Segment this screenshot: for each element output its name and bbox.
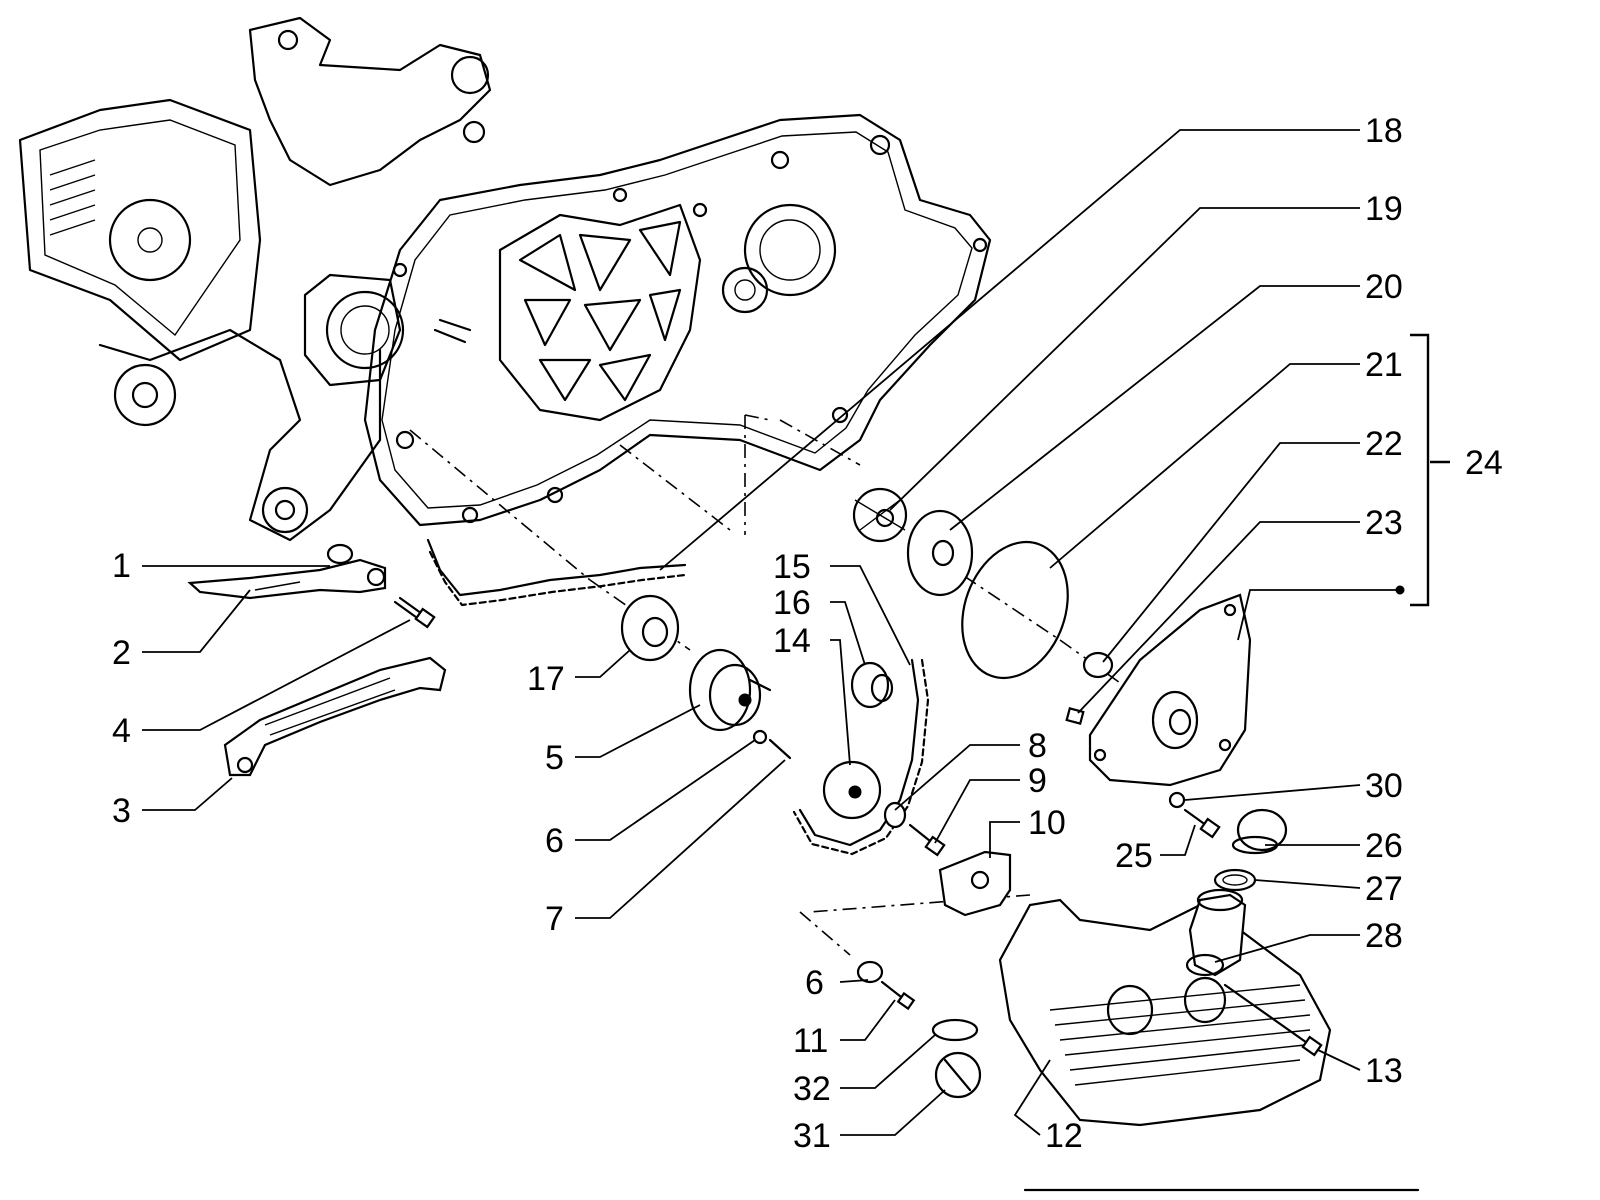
tensioner-bolt — [393, 596, 436, 629]
bushing — [326, 543, 354, 565]
assembly-centerlines — [409, 414, 1131, 956]
callout-2: 2 — [112, 634, 131, 672]
callout-9: 9 — [1028, 762, 1047, 800]
sealing-ring — [1213, 868, 1257, 892]
callout-8: 8 — [1028, 727, 1047, 765]
callout-20: 20 — [1365, 268, 1403, 306]
filler-cap — [1231, 808, 1288, 855]
callout-19: 19 — [1365, 190, 1403, 228]
sump-bolt — [1223, 983, 1323, 1057]
callout-32: 32 — [793, 1070, 831, 1108]
callout-10: 10 — [1028, 804, 1066, 842]
cover-disc — [906, 509, 974, 597]
callout-14: 14 — [773, 622, 811, 660]
sprocket-small — [850, 661, 894, 709]
o-ring — [961, 540, 1069, 680]
callout-18: 18 — [1365, 112, 1403, 150]
plug-ring — [931, 1018, 979, 1042]
callout-labels: 1 2 4 3 17 5 6 7 15 16 14 8 9 10 18 19 2… — [112, 112, 1503, 1155]
engine-crankcase — [18, 16, 992, 542]
screw-upper — [768, 738, 792, 760]
callout-13: 13 — [1365, 1052, 1403, 1090]
leader-lines — [142, 129, 1405, 1136]
oil-pump-pulley — [620, 594, 680, 662]
callout-7: 7 — [545, 900, 564, 938]
pump-cover — [1088, 593, 1252, 787]
cover-washer — [1168, 791, 1186, 809]
callout-26: 26 — [1365, 827, 1403, 865]
callout-23: 23 — [1365, 504, 1403, 542]
callout-16: 16 — [773, 584, 811, 622]
timing-chain — [426, 538, 687, 607]
callout-21: 21 — [1365, 346, 1403, 384]
washer-upper — [752, 729, 768, 745]
callout-15: 15 — [773, 548, 811, 586]
oil-sump — [998, 888, 1332, 1127]
callout-3: 3 — [112, 792, 131, 830]
callout-30: 30 — [1365, 767, 1403, 805]
sprocket-large — [852, 487, 908, 543]
callout-28: 28 — [1365, 917, 1403, 955]
pump-sprocket — [822, 760, 882, 820]
callout-17: 17 — [527, 660, 565, 698]
chain-tensioner-shoe — [187, 558, 387, 600]
callout-4: 4 — [112, 712, 131, 750]
group-bracket — [1410, 333, 1450, 607]
washer — [883, 801, 907, 829]
washer-lower — [856, 960, 884, 984]
pump-bolt — [908, 823, 946, 857]
cover-bolt — [1183, 808, 1221, 839]
mounting-bracket — [938, 850, 1012, 917]
callout-12: 12 — [1045, 1117, 1083, 1155]
callout-1: 1 — [112, 547, 131, 585]
callout-6b: 6 — [805, 964, 824, 1002]
drain-plug — [934, 1051, 982, 1099]
oil-pump — [688, 648, 772, 732]
callout-31: 31 — [793, 1117, 831, 1155]
callout-24: 24 — [1465, 444, 1503, 482]
callout-6a: 6 — [545, 822, 564, 860]
callout-11: 11 — [793, 1022, 828, 1060]
callout-22: 22 — [1365, 425, 1403, 463]
screw-lower — [880, 980, 916, 1011]
callout-27: 27 — [1365, 870, 1403, 908]
drain-ring — [1185, 953, 1225, 977]
chain-guide — [223, 656, 447, 777]
callout-5: 5 — [545, 739, 564, 777]
callout-25: 25 — [1115, 837, 1153, 875]
